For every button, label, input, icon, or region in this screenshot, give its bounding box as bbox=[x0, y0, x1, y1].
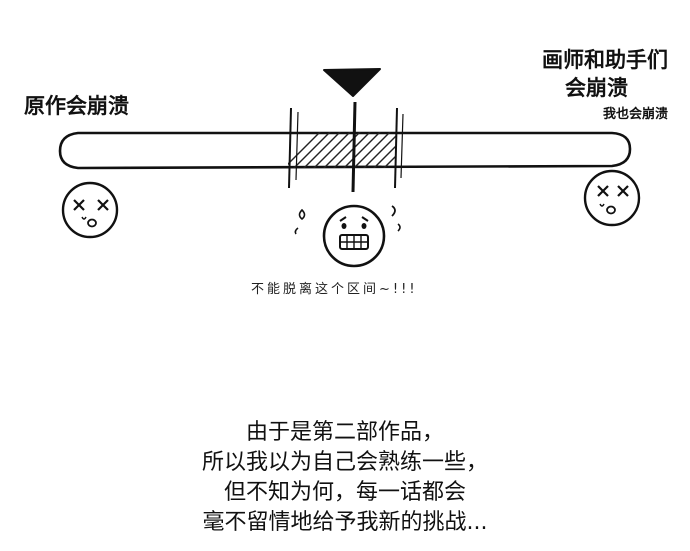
caption-line: 但不知为何，每一话都会 bbox=[223, 480, 466, 505]
caption-line: 毫不留情地给予我新的挑战... bbox=[202, 510, 488, 535]
caption: 由于是第二部作品， 所以我以为自己会熟练一些， 但不知为何，每一话都会 毫不留情… bbox=[0, 418, 690, 538]
balance-bar bbox=[58, 131, 632, 170]
range-boundaries bbox=[288, 107, 404, 189]
down-triangle-icon bbox=[323, 68, 381, 97]
caption-line: 所以我以为自己会熟练一些， bbox=[201, 450, 488, 475]
center-nervous-face-icon bbox=[322, 204, 386, 268]
center-indicator bbox=[351, 101, 357, 193]
artists-label-line2: 会崩溃 bbox=[565, 76, 628, 100]
left-dizzy-face-icon bbox=[61, 181, 119, 239]
right-dizzy-face-icon bbox=[583, 169, 641, 227]
artists-label-line1: 画师和助手们 bbox=[542, 48, 668, 72]
handwritten-note: 不能脱离这个区间~!!! bbox=[251, 282, 418, 297]
original-author-label: 原作会崩溃 bbox=[24, 94, 129, 118]
caption-line: 由于是第二部作品， bbox=[245, 420, 444, 445]
me-too-label: 我也会崩溃 bbox=[602, 107, 668, 122]
sweat-drops-icon bbox=[294, 205, 401, 235]
